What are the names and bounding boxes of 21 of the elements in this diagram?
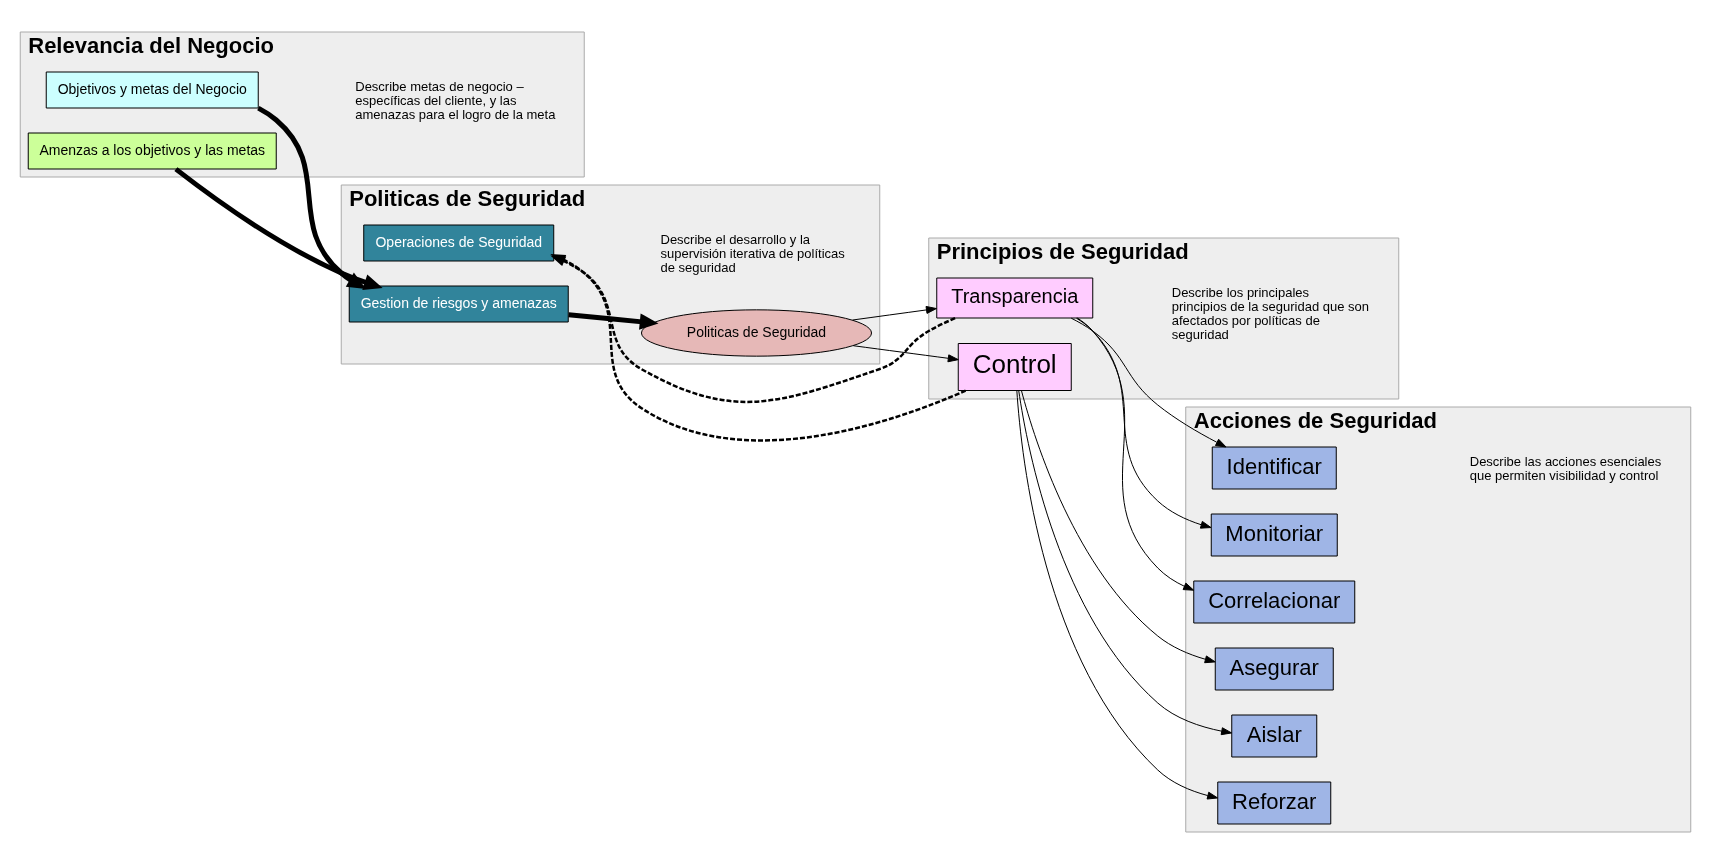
node-box: Gestion de riesgos y amenazas: [348, 285, 569, 322]
arrow: [1075, 317, 1212, 529]
arrow: [852, 305, 937, 320]
arrow: [852, 344, 959, 362]
node-box: Aislar: [1231, 714, 1318, 757]
node-box: Amenzas a los objetivos y las metas: [27, 132, 277, 169]
node-box: Monitoriar: [1210, 513, 1338, 556]
node-box: Operaciones de Seguridad: [363, 224, 555, 261]
node-box: Control: [957, 342, 1072, 391]
node-box: Objetivos y metas del Negocio: [45, 71, 259, 108]
arrow: [568, 311, 659, 330]
node-box: Reforzar: [1217, 781, 1332, 824]
arrow: [1021, 389, 1216, 663]
node-box: Identificar: [1211, 446, 1337, 489]
arrow: [1016, 389, 1219, 800]
arrow: [1018, 389, 1233, 735]
node-box: Asegurar: [1214, 647, 1334, 690]
node-box: Correlacionar: [1193, 580, 1356, 623]
arrow: [1070, 317, 1227, 447]
node-box: Transparencia: [936, 277, 1094, 318]
arrow: [1076, 317, 1195, 591]
